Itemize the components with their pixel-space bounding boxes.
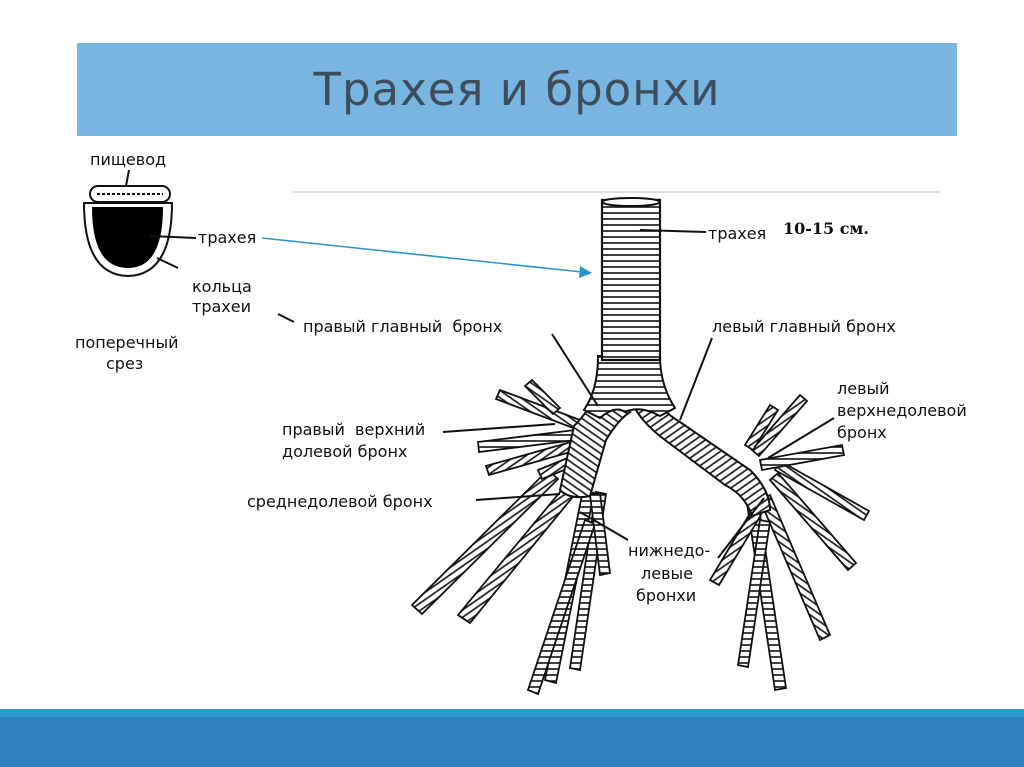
label-esophagus: пищевод [90,150,166,169]
right-upper-sprig-2 [523,378,562,416]
label-right-upper-1: правый верхний [282,420,425,439]
trachea-section-lumen [92,207,163,268]
label-middle-lobe: среднедолевой бронх [247,492,433,511]
left-upper-sprig-2 [743,403,780,452]
label-left-upper-1: левый [837,379,890,398]
left-upper-sprig-1 [750,393,809,458]
trachea-top [601,197,661,207]
left-main-bronchus [634,390,772,518]
left-lower-branch-3 [736,518,772,669]
left-lower-branch-5 [768,471,858,572]
leader-lines [442,229,835,559]
label-left-main-bronchus: левый главный бронх [712,317,896,336]
bifurcation [582,355,677,420]
label-right-main-bronchus: правый главный бронх [303,317,502,336]
title-bar: Трахея и бронхи [77,43,957,136]
left-upper-sprig-3 [758,443,846,472]
label-trachea-section: трахея [198,228,256,247]
pointer-line-right-main [277,313,295,323]
label-lower-left-1: нижнедо- [628,541,710,560]
cross-section-figure [82,169,197,278]
right-lower-branch-2 [410,468,560,616]
right-lower-branch-6 [589,491,611,577]
right-lower-branch-5 [526,518,597,696]
bottom-accent-stripe [0,709,1024,717]
label-lower-left-3: бронхи [636,586,696,605]
bottom-bar [0,717,1024,767]
label-left-upper-3: бронх [837,423,887,442]
slide-title: Трахея и бронхи [313,63,721,116]
arrow-icon [261,237,592,278]
label-left-upper-2: верхнедолевой [837,401,967,420]
label-rings-1: кольца [192,277,252,296]
bronchial-tree [410,197,871,696]
label-section-2: срез [106,354,143,373]
trachea-tube [600,198,662,362]
label-trachea: трахея [708,224,766,243]
label-rings-2: трахеи [192,297,251,316]
label-right-upper-2: долевой бронх [282,442,407,461]
label-lower-left-2: левые [641,564,693,583]
label-trachea-length: 10-15 см. [783,219,869,238]
label-section-1: поперечный [75,333,179,352]
